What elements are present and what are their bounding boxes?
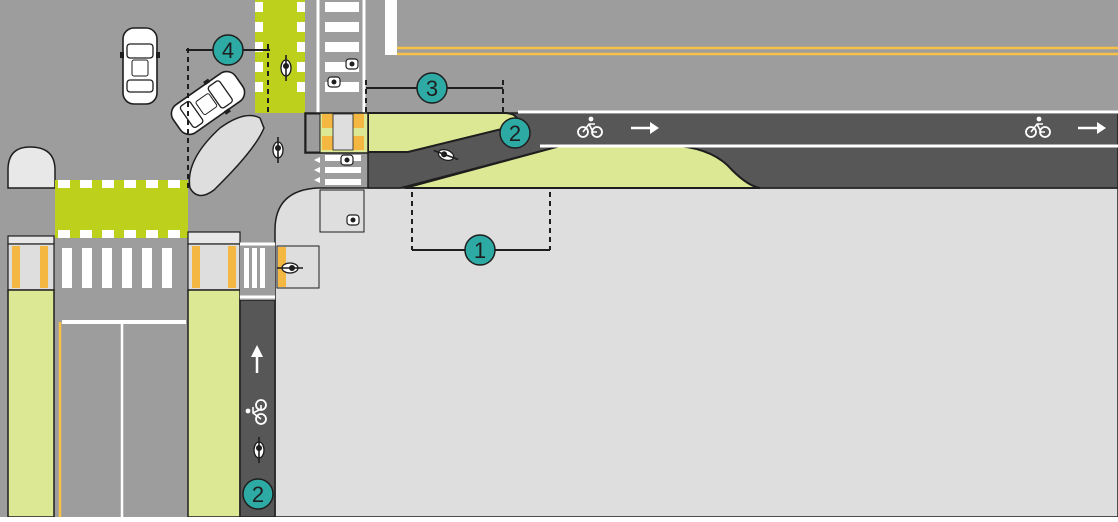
crosswalk-north-bg: [318, 0, 364, 113]
curb-top: [385, 0, 397, 55]
crosswalk-north: [325, 2, 359, 92]
bike-crossing-north: [255, 0, 305, 113]
pedestrian-icon: [340, 154, 354, 166]
callout-3-label: 3: [426, 76, 438, 101]
callout-1: 1: [464, 234, 496, 266]
car-icon: [119, 27, 161, 105]
callout-4-label: 4: [222, 38, 234, 63]
median-green-right: [187, 289, 241, 518]
pedestrian-icon: [345, 58, 359, 70]
callout-2-bottom: 2: [242, 478, 274, 510]
callout-2-top-label: 2: [509, 121, 521, 146]
callout-1-label: 1: [474, 238, 486, 263]
arrow-up-icon: [251, 345, 263, 373]
callout-4: 4: [212, 34, 244, 66]
callout-3: 3: [416, 72, 448, 104]
crosswalk-west: [62, 248, 172, 288]
bike-crossing-west: [55, 180, 188, 238]
pedestrian-icon: [327, 76, 341, 88]
sidewalk-block: [274, 187, 1118, 518]
pedestrian-icon: [346, 214, 360, 226]
corner-pillar-west: [7, 146, 56, 189]
callout-2-top: 2: [499, 117, 531, 149]
corner-island-teardrop: [188, 114, 265, 197]
callout-2-bottom-label: 2: [252, 482, 264, 507]
median-green-left: [7, 289, 55, 518]
